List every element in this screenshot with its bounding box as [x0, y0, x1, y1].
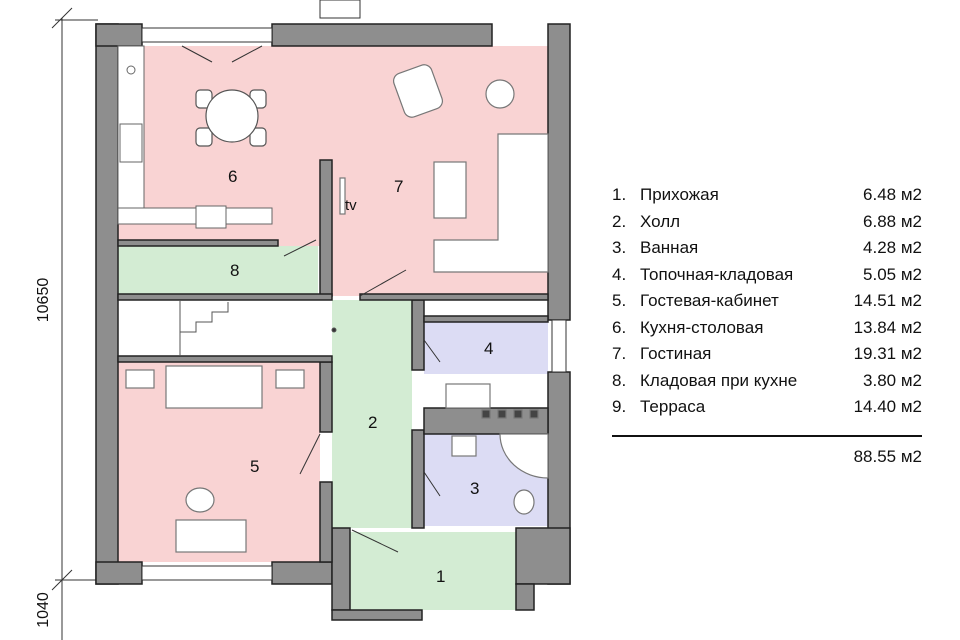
floor-plan: 10650 1040 [35, 0, 571, 640]
room-1-floor [350, 532, 516, 610]
legend-room-area: 13.84 м2 [853, 317, 922, 337]
legend-row: 8. Кладовая при кухне 3.80 м2 [612, 368, 922, 395]
legend-number: 7. [612, 344, 627, 364]
dimension-terrace-height: 1040 [35, 592, 52, 628]
legend-number: 9. [612, 397, 627, 417]
dimension-main-height: 10650 [35, 278, 52, 323]
legend-row: 1. Прихожая 6.48 м2 [612, 182, 922, 209]
room-number-8: 8 [230, 261, 239, 280]
tv-label: tv [345, 197, 357, 214]
office-furniture [125, 365, 305, 553]
legend-room-name: Топочная-кладовая [640, 264, 794, 284]
bathroom-fixtures [445, 383, 549, 515]
legend-room-area: 14.40 м2 [853, 397, 922, 417]
legend-number: 1. [612, 185, 627, 205]
door-swings [181, 45, 441, 553]
stairs [179, 300, 337, 356]
stair-floor [118, 300, 332, 360]
room-number-1: 1 [436, 567, 445, 586]
legend-number: 6. [612, 317, 627, 337]
legend-room-name: Гостиная [640, 344, 712, 364]
legend-room-name: Кладовая при кухне [640, 370, 798, 390]
dining-table [195, 89, 267, 147]
room-number-6: 6 [228, 167, 237, 186]
legend-row: 3. Ванная 4.28 м2 [612, 235, 922, 262]
legend-row: 4. Топочная-кладовая 5.05 м2 [612, 262, 922, 289]
room-number-4: 4 [484, 339, 493, 358]
room-4-floor [424, 322, 548, 374]
legend-room-name: Терраса [640, 397, 706, 417]
legend-room-area: 4.28 м2 [863, 238, 922, 258]
legend-row: 5. Гостевая-кабинет 14.51 м2 [612, 288, 922, 315]
living-furniture [339, 64, 549, 273]
legend-room-area: 5.05 м2 [863, 264, 922, 284]
legend-room-name: Гостевая-кабинет [640, 291, 779, 311]
legend-room-name: Холл [640, 211, 681, 231]
room-2-floor [332, 300, 412, 528]
legend-room-area: 6.48 м2 [863, 185, 922, 205]
room-number-3: 3 [470, 479, 479, 498]
legend-room-area: 6.88 м2 [863, 211, 922, 231]
legend-number: 4. [612, 264, 627, 284]
legend-room-area: 3.80 м2 [863, 370, 922, 390]
legend-row: 2. Холл 6.88 м2 [612, 209, 922, 236]
walls [95, 23, 571, 621]
kitchen-counter [117, 45, 273, 229]
room-number-2: 2 [368, 413, 377, 432]
legend-room-name: Прихожая [640, 185, 719, 205]
legend-rows: 1. Прихожая 6.48 м2 2. Холл 6.88 м2 3. Ванная 4.… [612, 182, 922, 421]
room-number-7: 7 [394, 177, 403, 196]
windows [141, 0, 567, 581]
room-number-5: 5 [250, 457, 259, 476]
room-8-floor [118, 246, 318, 294]
legend-number: 8. [612, 370, 627, 390]
legend-number: 2. [612, 211, 627, 231]
legend-row: 7. Гостиная 19.31 м2 [612, 341, 922, 368]
room-legend: 1. Прихожая 6.48 м2 2. Холл 6.88 м2 3. Ванная 4.… [612, 182, 922, 467]
legend-room-area: 14.51 м2 [853, 291, 922, 311]
legend-number: 3. [612, 238, 627, 258]
legend-room-name: Ванная [640, 238, 699, 258]
legend-row: 6. Кухня-столовая 13.84 м2 [612, 315, 922, 342]
legend-number: 5. [612, 291, 627, 311]
total-area: 88.55 м2 [853, 446, 922, 466]
legend-room-name: Кухня-столовая [640, 317, 764, 337]
legend-room-area: 19.31 м2 [853, 344, 922, 364]
legend-row: 9. Терраса 14.40 м2 [612, 394, 922, 421]
legend-divider [612, 434, 922, 437]
